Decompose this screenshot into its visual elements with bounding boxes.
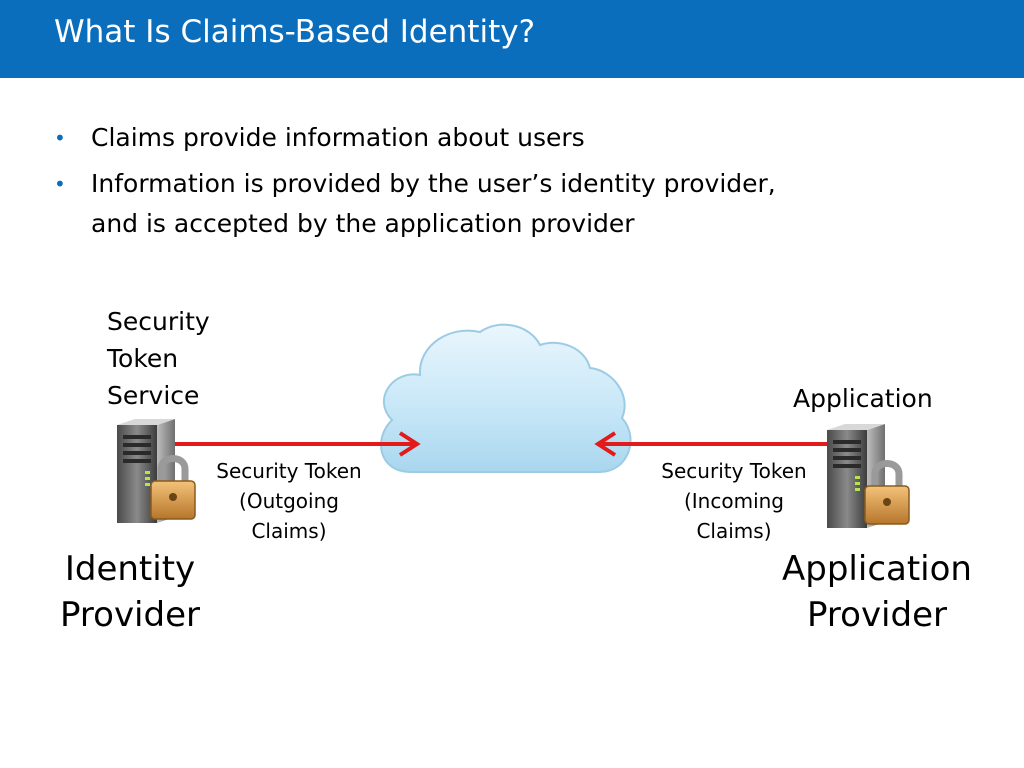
- incoming-token-label: Security Token (Incoming Claims): [643, 456, 825, 546]
- bullet-text: Claims provide information about users: [91, 123, 585, 152]
- bullet-item: • Claims provide information about users: [54, 118, 954, 158]
- application-provider-label: Application Provider: [770, 546, 984, 638]
- identity-provider-label: Identity Provider: [40, 546, 220, 638]
- identity-server-icon: [117, 419, 196, 523]
- token-label-line: Security Token: [661, 459, 807, 483]
- bullet-list: • Claims provide information about users…: [54, 118, 954, 250]
- application-label: Application: [793, 384, 933, 413]
- token-label-line: Security Token: [216, 459, 362, 483]
- provider-label-line: Provider: [807, 595, 947, 635]
- slide-title: What Is Claims-Based Identity?: [54, 14, 536, 50]
- token-label-line: Claims): [251, 519, 327, 543]
- title-bar: [0, 0, 1024, 78]
- incoming-arrow: [594, 431, 830, 457]
- bullet-dot-icon: •: [54, 126, 66, 150]
- outgoing-token-label: Security Token (Outgoing Claims): [198, 456, 380, 546]
- provider-label-line: Identity: [64, 549, 196, 589]
- cloud-icon: [380, 323, 632, 473]
- application-server-icon: [827, 424, 910, 528]
- sts-label-line: Security: [107, 307, 210, 336]
- sts-label-line: Service: [107, 381, 200, 410]
- bullet-dot-icon: •: [54, 172, 66, 196]
- bullet-text-continued: and is accepted by the application provi…: [91, 209, 635, 238]
- sts-label-line: Token: [107, 344, 179, 373]
- token-label-line: (Outgoing: [239, 489, 339, 513]
- provider-label-line: Provider: [60, 595, 200, 635]
- sts-label: Security Token Service: [107, 303, 210, 414]
- token-label-line: (Incoming: [683, 489, 785, 513]
- provider-label-line: Application: [782, 549, 972, 589]
- bullet-text: Information is provided by the user’s id…: [91, 169, 776, 198]
- bullet-item: • Information is provided by the user’s …: [54, 164, 954, 244]
- token-label-line: Claims): [696, 519, 772, 543]
- outgoing-arrow: [168, 431, 421, 457]
